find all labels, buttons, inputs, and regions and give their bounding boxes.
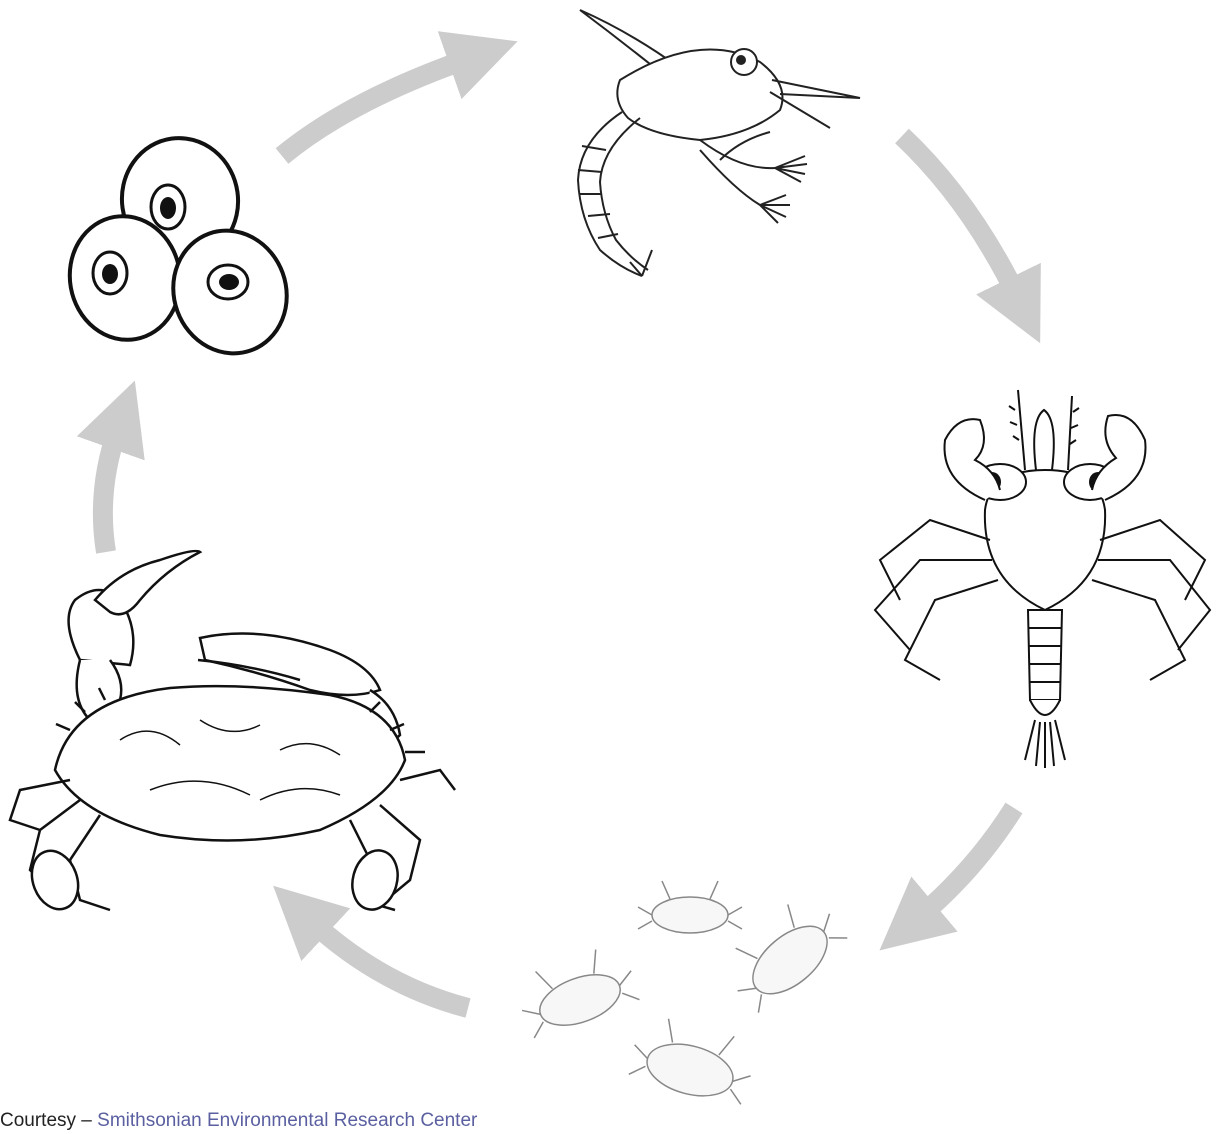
adult-blue-crab-illustration [10, 551, 455, 916]
credit-source-link[interactable]: Smithsonian Environmental Research Cente… [97, 1110, 477, 1131]
arrow-zoea-to-megalopa [902, 136, 1018, 298]
crab-eggs-illustration [60, 131, 304, 370]
megalopa-larva-illustration [875, 390, 1210, 768]
arrow-adult-to-eggs [103, 428, 118, 552]
arrow-eggs-to-zoea [282, 58, 470, 156]
arrow-megalopa-to-juveniles [918, 808, 1014, 918]
juvenile-crabs-illustration [511, 881, 851, 1109]
arrow-juveniles-to-adult [310, 920, 468, 1008]
image-credit: Courtesy – Smithsonian Environmental Res… [0, 1108, 477, 1134]
zoea-larva-illustration [578, 10, 860, 276]
credit-prefix: Courtesy – [0, 1110, 97, 1131]
